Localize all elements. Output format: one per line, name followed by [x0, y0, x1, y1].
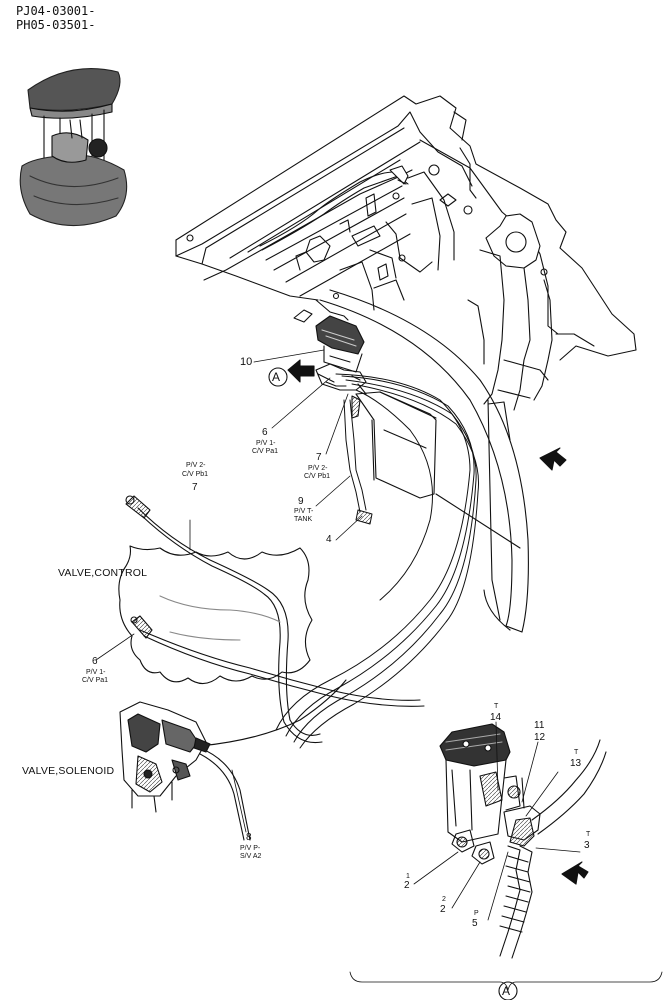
callout-12: 12 — [534, 732, 546, 743]
direction-arrow-upper — [539, 447, 567, 471]
callout-6-left-desc-1: P/V 1- — [86, 669, 106, 676]
leader-lines — [95, 349, 663, 991]
callout-9-desc-2: TANK — [294, 516, 313, 523]
callout-8-desc-2: S/V A2 — [240, 853, 262, 860]
pilot-hose-runs — [137, 507, 425, 841]
callout-7-top: 7 — [316, 452, 322, 463]
callout-7-left-desc-2: C/V Pb1 — [182, 471, 209, 478]
callout-4: 4 — [326, 534, 332, 545]
callout-8: 8 — [246, 832, 252, 843]
machine-frame — [175, 95, 637, 633]
control-valve-outline — [118, 545, 313, 685]
control-valve-label: VALVE,CONTROL — [58, 567, 148, 579]
callout-2a: 2 — [404, 880, 410, 891]
callout-14: 14 — [490, 712, 502, 723]
callout-5: 5 — [472, 918, 478, 929]
hose-fittings — [125, 495, 153, 639]
callout-6-left: 6 — [92, 656, 98, 667]
view-arrows — [287, 359, 589, 885]
callout-11: 11 — [534, 720, 545, 731]
pilot-hoses — [275, 373, 480, 749]
callout-9: 9 — [298, 496, 304, 507]
solenoid-valve-label: VALVE,SOLENOID — [22, 765, 115, 777]
serial-range-line-2: PH05-03501- — [16, 18, 96, 32]
callout-13-port: T — [574, 749, 579, 756]
callout-2b-port: 2 — [442, 896, 446, 903]
callout-5-port: P — [474, 910, 479, 917]
machine-location-inset — [19, 68, 128, 227]
serial-range-line-1: PJ04-03001- — [16, 4, 96, 18]
view-a-detail-marker-circle — [498, 981, 518, 1000]
callout-10: 10 — [240, 356, 253, 368]
callout-7-left: 7 — [192, 482, 198, 493]
callout-6-top: 6 — [262, 427, 268, 438]
callout-9-desc-1: P/V T- — [294, 508, 314, 515]
view-a-marker: A — [272, 370, 281, 384]
callout-6-left-desc-2: C/V Pa1 — [82, 677, 109, 684]
solenoid-valve-assembly — [119, 701, 211, 813]
callout-6-top-desc-2: C/V Pa1 — [252, 448, 279, 455]
callout-8-desc-1: P/V P- — [240, 845, 261, 852]
callout-3-port: T — [586, 831, 591, 838]
control-valve-mount — [315, 315, 367, 419]
callout-6-top-desc-1: P/V 1- — [256, 440, 276, 447]
view-a-detail-marker: A — [502, 984, 511, 998]
detail-view-a — [439, 723, 607, 959]
view-a-arrow — [287, 359, 315, 383]
callout-7-top-desc-1: P/V 2- — [308, 465, 328, 472]
view-a-marker-circle — [268, 367, 288, 387]
callout-3: 3 — [584, 840, 590, 851]
callout-2a-port: 1 — [406, 873, 410, 880]
callout-14-port: T — [494, 703, 499, 710]
callout-2b: 2 — [440, 904, 446, 915]
callout-13: 13 — [570, 758, 582, 769]
direction-arrow-lower — [561, 861, 589, 885]
callout-7-top-desc-2: C/V Pb1 — [304, 473, 331, 480]
callout-7-left-desc-1: P/V 2- — [186, 462, 206, 469]
